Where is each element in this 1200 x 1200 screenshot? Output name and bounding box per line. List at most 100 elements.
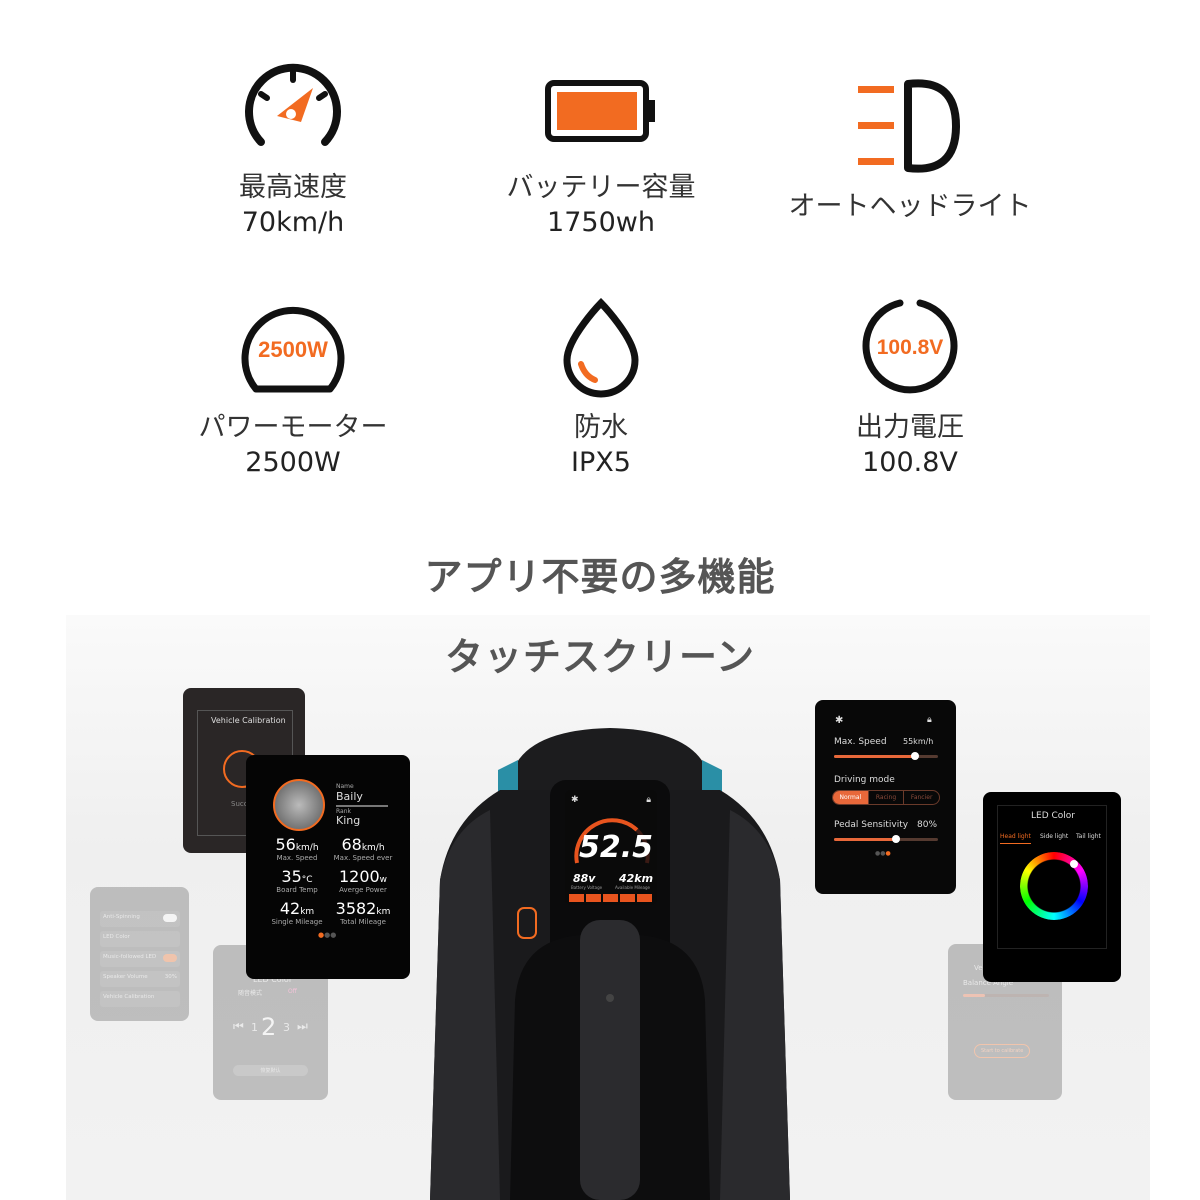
- mode-option[interactable]: Racing: [867, 791, 904, 804]
- stat-value: 68: [341, 835, 362, 854]
- reset-button[interactable]: 恢复默认: [233, 1065, 308, 1076]
- settings-item-label: LED Color: [103, 934, 130, 940]
- settings-item[interactable]: Vehicle Calibration: [100, 991, 180, 1007]
- pedal-sensitivity-label: Pedal Sensitivity: [834, 820, 909, 830]
- main-display[interactable]: ✱ 🔒︎ 52.5 88v Battery Voltage 42km Avail…: [565, 790, 657, 905]
- stat-label: Board Temp: [276, 886, 318, 894]
- unicycle-device: [430, 728, 790, 1200]
- settings-item-label: Vehicle Calibration: [103, 994, 155, 1000]
- start-calibrate-button[interactable]: Start to calibrate: [974, 1044, 1031, 1058]
- battery-voltage-label: Battery Voltage: [571, 885, 603, 890]
- stat-unit: w: [379, 875, 388, 885]
- mode-number: 3: [283, 1021, 290, 1034]
- name-value: Baily: [336, 790, 363, 803]
- speed-readout: 52.5: [579, 830, 654, 865]
- stat-label: Total Mileage: [340, 918, 386, 926]
- settings-item-label: Anti-Spinning: [103, 914, 140, 920]
- name-label: Name: [336, 783, 354, 790]
- balance-title: Ve: [974, 964, 983, 972]
- balance-angle-label: Balance Angle: [963, 979, 1014, 987]
- page-dots: ●●●: [318, 931, 337, 939]
- available-mileage: 42km: [619, 872, 654, 885]
- headline-line2: タッチスクリーン: [444, 635, 756, 679]
- led-color-screen[interactable]: LED Color Head light Side light Tail lig…: [983, 792, 1121, 982]
- motor-icon-text: 2500W: [258, 337, 328, 362]
- stat-value: 56: [275, 835, 296, 854]
- feature-label: 防水: [574, 412, 628, 443]
- feature-headlight: オートヘッドライト: [760, 0, 1060, 250]
- feature-voltage: 100.8V 出力電圧 100.8V: [760, 0, 1060, 500]
- tab-tail-light[interactable]: Tail light: [1076, 833, 1101, 840]
- volume-value: 30%: [164, 974, 177, 980]
- stat-unit: km: [376, 907, 391, 917]
- led-color-title: LED Color: [1031, 811, 1075, 821]
- toggle-switch[interactable]: [163, 914, 177, 922]
- feature-value: 2500W: [245, 447, 341, 478]
- feature-label: パワーモーター: [198, 412, 388, 443]
- feature-waterproof: 防水 IPX5: [451, 0, 751, 500]
- settings-item[interactable]: Speaker Volume 30%: [100, 971, 180, 987]
- stat-value: 35: [281, 867, 302, 886]
- feature-value: 70km/h: [241, 207, 345, 238]
- settings-item[interactable]: LED Color: [100, 931, 180, 947]
- mode-number: 1: [251, 1021, 258, 1034]
- stat-label: Averge Power: [339, 886, 387, 894]
- mode-option[interactable]: Fancier: [903, 791, 939, 804]
- max-speed-label: Max. Speed: [834, 737, 887, 747]
- feature-label: オートヘッドライト: [788, 191, 1032, 222]
- max-speed-slider[interactable]: [834, 752, 938, 760]
- next-icon[interactable]: ⏭: [297, 1019, 308, 1033]
- tab-side-light[interactable]: Side light: [1040, 833, 1069, 840]
- headline-line1: アプリ不要の多機能: [424, 555, 776, 599]
- avatar: [273, 779, 325, 831]
- led-tab[interactable]: Off: [288, 988, 297, 995]
- pedal-sensitivity-slider[interactable]: [834, 835, 938, 843]
- settings-item[interactable]: Music-followed LED: [100, 951, 180, 967]
- toggle-switch[interactable]: [163, 954, 177, 962]
- feature-max-speed: 最高速度 70km/h: [143, 0, 443, 250]
- page-dots: ●●●: [875, 850, 891, 857]
- bluetooth-icon: ✱: [571, 795, 579, 805]
- rank-label: Rank: [336, 808, 351, 815]
- tab-head-light[interactable]: Head light: [1000, 833, 1031, 844]
- mode-option[interactable]: Normal: [833, 791, 868, 804]
- stat-label: Single Mileage: [271, 918, 323, 926]
- led-tab[interactable]: 随音模式: [238, 990, 263, 997]
- settings-item[interactable]: Anti-Spinning: [100, 911, 180, 927]
- feature-value: 100.8V: [862, 447, 958, 478]
- feature-label: 出力電圧: [856, 412, 964, 443]
- motor-icon: 2500W: [241, 306, 345, 393]
- color-picker-handle[interactable]: [1070, 860, 1078, 868]
- battery-voltage: 88v: [573, 872, 596, 885]
- stat-label: Max. Speed ever: [333, 854, 393, 862]
- settings-item-label: Speaker Volume: [103, 974, 148, 980]
- stat-label: Max. Speed: [276, 854, 318, 862]
- bluetooth-icon: ✱: [835, 715, 844, 726]
- stat-unit: km/h: [361, 843, 385, 853]
- speed-gauge-arc: [574, 818, 650, 864]
- stat-unit: °C: [301, 875, 313, 885]
- battery-bar: [569, 894, 653, 902]
- battery-icon: [545, 80, 655, 142]
- max-speed-value: 55km/h: [903, 737, 934, 746]
- driving-mode-label: Driving mode: [834, 775, 895, 785]
- speedometer-icon: [245, 63, 341, 146]
- ride-settings-screen[interactable]: ✱ 🔒︎ Max. Speed 55km/h Driving mode Norm…: [815, 700, 956, 894]
- stat-unit: km: [300, 907, 315, 917]
- mode-number-selected: 2: [261, 1013, 277, 1041]
- stat-value: 3582: [335, 899, 377, 918]
- stat-value: 42: [279, 899, 301, 918]
- feature-battery: バッテリー容量 1750wh: [451, 0, 751, 250]
- prev-icon[interactable]: ⏮: [233, 1019, 244, 1033]
- feature-label: バッテリー容量: [506, 172, 696, 203]
- voltage-icon: 100.8V: [862, 299, 958, 394]
- feature-value: IPX5: [571, 447, 631, 478]
